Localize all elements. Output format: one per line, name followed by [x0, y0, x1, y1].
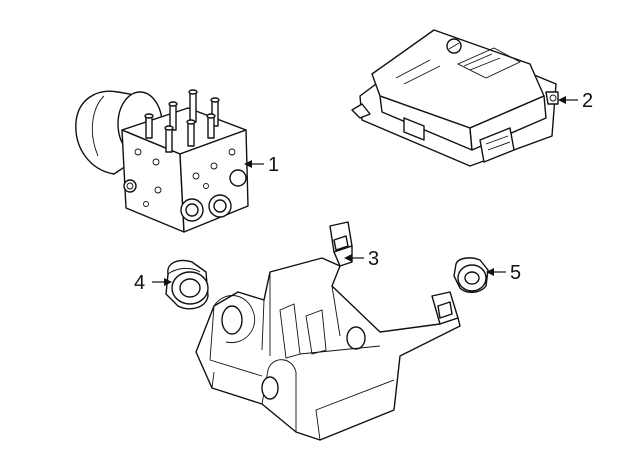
part-2-control-module	[351, 29, 559, 167]
callout-4: 4	[134, 272, 172, 294]
callout-3: 3	[344, 248, 379, 270]
part-5-grommet	[453, 257, 489, 293]
part-1-modulator-valve	[75, 89, 249, 233]
part-3-bracket	[195, 221, 461, 441]
callout-2-number: 2	[582, 90, 593, 112]
callout-5: 5	[486, 262, 521, 284]
callout-4-number: 4	[134, 272, 145, 294]
fitting-studs	[144, 89, 220, 153]
callout-5-number: 5	[510, 262, 521, 284]
callout-1-number: 1	[268, 154, 279, 176]
part-4-grommet	[165, 259, 209, 310]
callout-3-number: 3	[368, 248, 379, 270]
callout-1: 1	[244, 154, 279, 176]
callout-2: 2	[558, 90, 593, 112]
